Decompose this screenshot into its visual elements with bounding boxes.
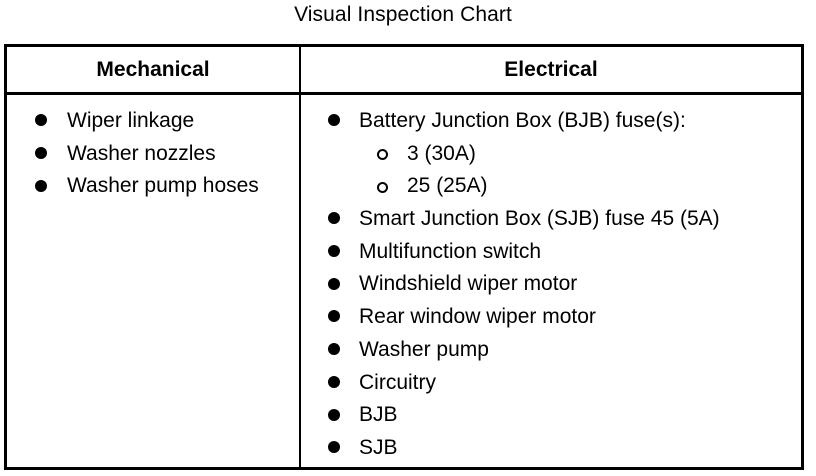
list-item: Smart Junction Box (SJB) fuse 45 (5A) [301, 203, 801, 236]
bullet-icon [328, 245, 340, 258]
list-subitem: 25 (25A) [301, 170, 801, 203]
bullet-icon [328, 310, 340, 323]
list-item-label: BJB [359, 403, 398, 427]
list-item: Rear window wiper motor [301, 301, 801, 334]
list-item-label: Wiper linkage [67, 109, 195, 132]
list-item: Washer nozzles [7, 138, 299, 171]
list-item-label: 3 (30A) [407, 141, 476, 165]
bullet-icon [328, 441, 340, 454]
list-item: Circuitry [301, 367, 801, 400]
list-item: Multifunction switch [301, 236, 801, 269]
bullet-icon [35, 114, 47, 127]
list-item: Windshield wiper motor [301, 268, 801, 301]
list-item-label: Smart Junction Box (SJB) fuse 45 (5A) [359, 207, 720, 231]
bullet-icon [328, 212, 340, 225]
bullet-icon [328, 375, 340, 388]
electrical-column: Battery Junction Box (BJB) fuse(s): 3 (3… [301, 95, 801, 467]
header-mechanical: Mechanical [7, 47, 301, 95]
list-item-label: Washer pump hoses [67, 174, 259, 198]
list-item-label: Multifunction switch [359, 239, 542, 263]
list-subitem: 3 (30A) [301, 138, 801, 171]
hollow-bullet-icon [377, 149, 388, 161]
list-item-label: Rear window wiper motor [359, 305, 596, 329]
bullet-icon [328, 408, 340, 421]
bullet-icon [328, 343, 340, 356]
list-item-label: 25 (25A) [407, 174, 488, 198]
bullet-icon [35, 179, 47, 192]
list-item-label: Washer pump [359, 337, 489, 361]
hollow-bullet-icon [377, 181, 388, 193]
mechanical-column: Wiper linkage Washer nozzles Washer pump… [7, 95, 301, 467]
list-item: BJB [301, 399, 801, 432]
list-item: SJB [301, 432, 801, 465]
bullet-icon [35, 147, 47, 160]
list-item-label: Battery Junction Box (BJB) fuse(s): [359, 109, 686, 132]
bullet-icon [328, 277, 340, 290]
inspection-table: Mechanical Electrical Wiper linkage Wash… [4, 44, 804, 470]
page-title: Visual Inspection Chart [294, 3, 512, 26]
list-item-label: SJB [359, 435, 398, 459]
list-item: Washer pump [301, 334, 801, 367]
list-item: Wiper linkage [7, 105, 299, 138]
list-item-label: Windshield wiper motor [359, 272, 578, 296]
bullet-icon [328, 114, 340, 127]
list-item-label: Circuitry [359, 370, 436, 394]
list-item-label: Washer nozzles [67, 141, 216, 165]
list-item: Battery Junction Box (BJB) fuse(s): [301, 105, 801, 138]
list-item: Washer pump hoses [7, 170, 299, 203]
header-electrical: Electrical [301, 47, 801, 95]
